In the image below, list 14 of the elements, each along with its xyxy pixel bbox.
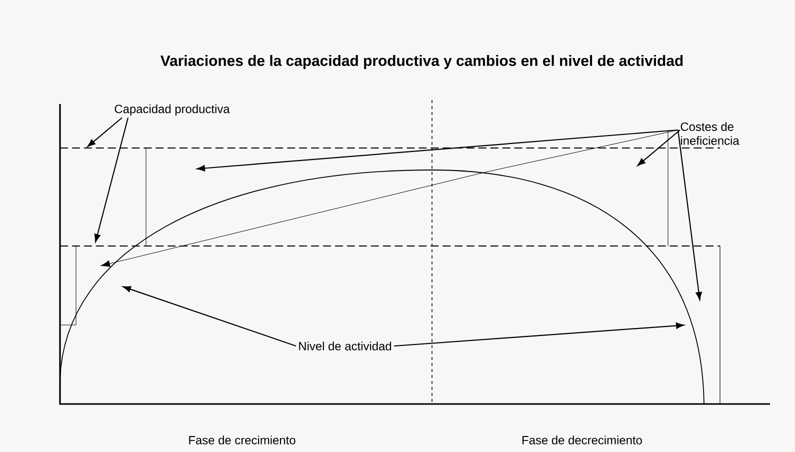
axis-label: Fase de crecimiento [189,436,296,444]
axis-label: Fase de decrecimiento [522,436,642,444]
leader-line [94,118,129,242]
title: Variaciones de la capacidad productiva y cambios en el nivel de actividad [160,55,683,69]
leader-line [677,130,702,300]
leader-line [87,117,122,147]
leader-line [100,130,678,267]
leader-line [196,129,678,172]
leader-line [637,130,680,166]
leader-line [394,322,684,347]
leader-line [122,286,296,346]
callout-text: Capacidad productiva [112,102,232,118]
callout-text: Costes de ineficiencia [680,122,740,145]
callout-text: Nivel de actividad [296,340,394,352]
